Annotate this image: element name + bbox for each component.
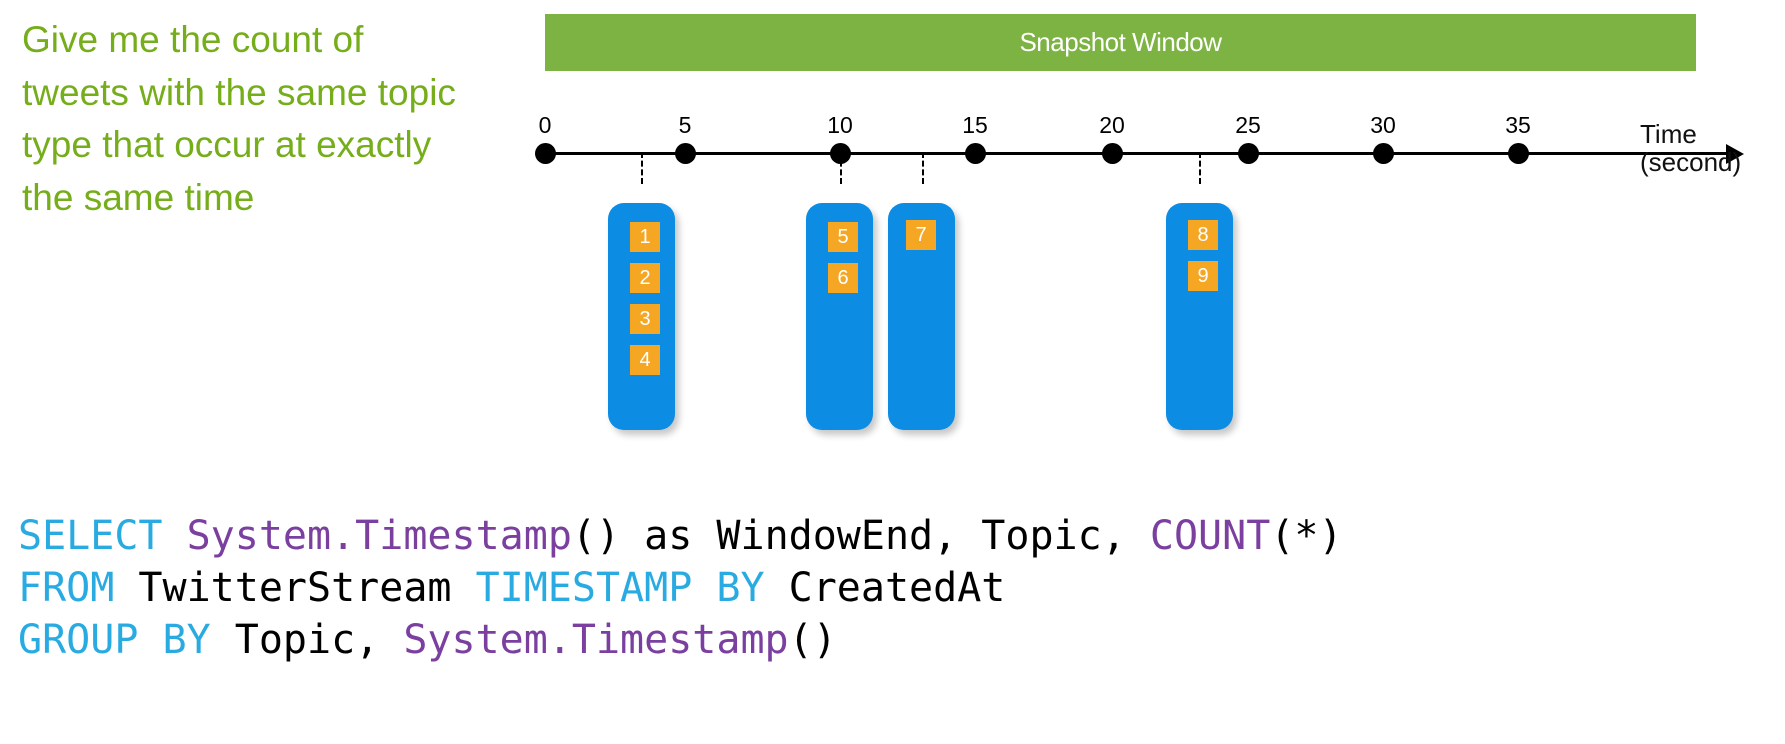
axis-line: [545, 152, 1730, 155]
sql-line-1: SELECT System.Timestamp() as WindowEnd, …: [18, 510, 1343, 562]
sql-query-block: SELECT System.Timestamp() as WindowEnd, …: [18, 510, 1343, 666]
event-item-5: 5: [828, 222, 858, 252]
sql-token: System.Timestamp: [403, 617, 789, 663]
sql-token: () as WindowEnd, Topic,: [571, 513, 1150, 559]
event-item-4: 4: [630, 345, 660, 375]
axis-tick-label-30: 30: [1370, 112, 1396, 138]
prompt-text: Give me the count of tweets with the sam…: [22, 19, 456, 218]
event-item-1: 1: [630, 222, 660, 252]
event-item-6: 6: [828, 263, 858, 293]
axis-tick-dot-35: [1508, 143, 1529, 164]
sql-token: COUNT: [1149, 513, 1271, 559]
event-item-7: 7: [906, 220, 936, 250]
sql-token: Topic,: [210, 617, 404, 663]
snapshot-window-label: Snapshot Window: [1019, 27, 1222, 57]
dashed-guide-1: [840, 152, 842, 184]
event-item-9: 9: [1188, 261, 1218, 291]
time-axis: 0 5 10 15 20 25 30 35 Time (second): [535, 112, 1744, 184]
dashed-guide-2: [922, 152, 924, 184]
event-group-3: 7: [888, 203, 955, 430]
sql-token: GROUP BY: [18, 617, 211, 663]
axis-tick-dot-20: [1102, 143, 1123, 164]
snapshot-window-bar: Snapshot Window: [545, 14, 1696, 71]
axis-tick-dot-15: [965, 143, 986, 164]
dashed-guide-0: [641, 152, 643, 184]
sql-token: FROM: [18, 565, 115, 611]
axis-tick-dot-30: [1373, 143, 1394, 164]
axis-title-unit: (second): [1640, 147, 1742, 178]
sql-token: TwitterStream: [114, 565, 476, 611]
axis-tick-label-35: 35: [1505, 112, 1531, 138]
sql-token: (*): [1270, 513, 1343, 559]
axis-tick-dot-25: [1238, 143, 1259, 164]
axis-tick-label-10: 10: [827, 112, 853, 138]
axis-tick-label-25: 25: [1235, 112, 1261, 138]
axis-tick-label-15: 15: [962, 112, 988, 138]
event-group-1: 1 2 3 4: [608, 203, 675, 430]
axis-tick-dot-0: [535, 143, 556, 164]
axis-title: Time (second): [1640, 120, 1741, 176]
sql-token: System.Timestamp: [186, 513, 572, 559]
dashed-guide-3: [1199, 152, 1201, 184]
axis-title-text: Time: [1640, 119, 1697, 149]
axis-tick-label-20: 20: [1099, 112, 1125, 138]
axis-tick-label-0: 0: [538, 112, 552, 138]
axis-tick-label-5: 5: [678, 112, 692, 138]
sql-token: (): [788, 617, 837, 663]
sql-token: SELECT: [18, 513, 163, 559]
axis-tick-dot-5: [675, 143, 696, 164]
sql-token: [163, 513, 187, 559]
event-item-8: 8: [1188, 220, 1218, 250]
sql-token: CreatedAt: [764, 565, 1006, 611]
sql-token: TIMESTAMP BY: [475, 565, 765, 611]
axis-arrow-icon: [1726, 144, 1744, 164]
sql-line-3: GROUP BY Topic, System.Timestamp(): [18, 614, 1343, 666]
sql-line-2: FROM TwitterStream TIMESTAMP BY CreatedA…: [18, 562, 1343, 614]
event-item-3: 3: [630, 304, 660, 334]
event-item-2: 2: [630, 263, 660, 293]
